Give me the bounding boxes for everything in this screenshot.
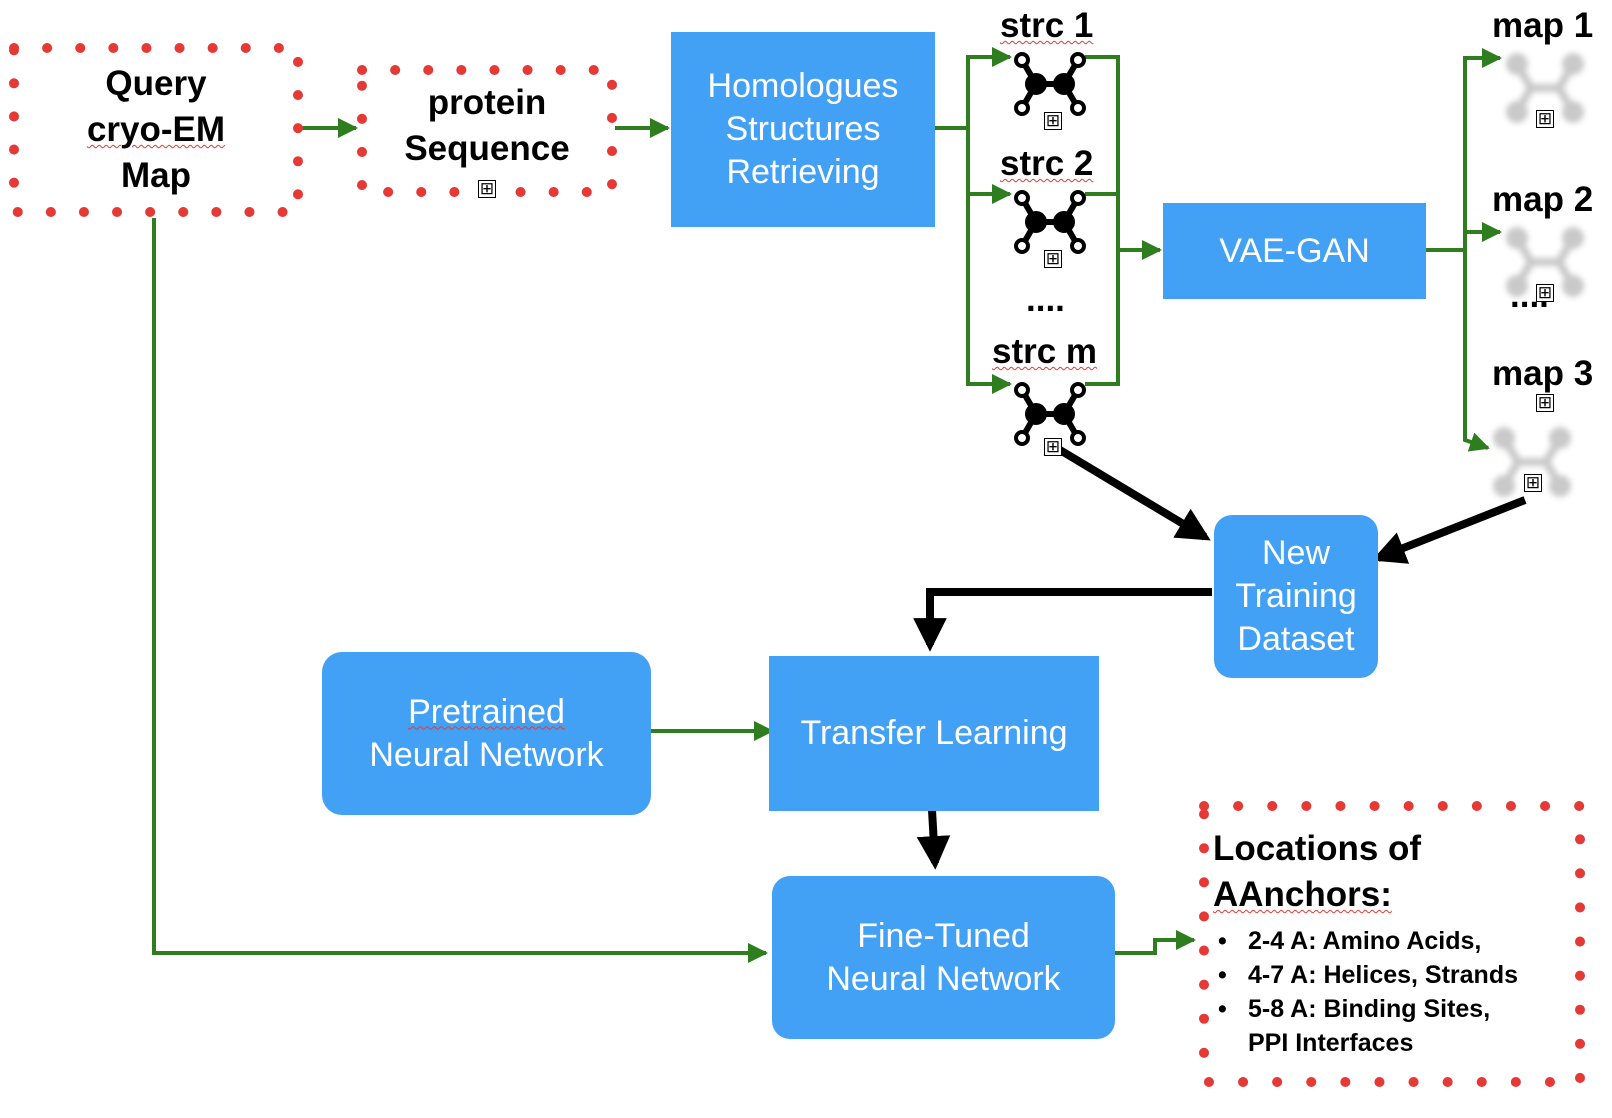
arrow-dataset-to-transfer xyxy=(913,588,1212,652)
strcm-expand-icon[interactable]: ⊞ xyxy=(1044,437,1062,456)
arrow-vaegan-to-map1 xyxy=(1424,48,1502,252)
output-title-line2: AAnchors: xyxy=(1213,875,1392,914)
density-map-icon xyxy=(1506,53,1584,123)
output-title: Locations of AAnchors: xyxy=(1213,826,1421,918)
finetuned-network-box: Fine-Tuned Neural Network xyxy=(772,876,1115,1039)
transfer-label: Transfer Learning xyxy=(800,714,1068,752)
list-item-text: 2-4 A: Amino Acids, xyxy=(1248,927,1482,955)
bullet: • xyxy=(1218,995,1227,1023)
arrow-homologues-to-strcm xyxy=(966,194,1012,394)
pretrained-line1: Pretrained xyxy=(408,692,565,731)
strc1-expand-icon[interactable]: ⊞ xyxy=(1044,111,1062,130)
arrow-vaegan-to-map3 xyxy=(1463,250,1490,452)
strc2-expand-icon[interactable]: ⊞ xyxy=(1044,249,1062,268)
vae-gan-label: VAE-GAN xyxy=(1219,231,1370,270)
query-line1: Query xyxy=(105,64,207,103)
vae-gan-box: VAE-GAN xyxy=(1163,203,1426,299)
protein-expand-icon[interactable]: ⊞ xyxy=(478,179,496,198)
list-item: • 2-4 A: Amino Acids, xyxy=(1218,924,1518,958)
bullet: • xyxy=(1218,927,1227,955)
list-item: • 4-7 A: Helices, Strands xyxy=(1218,958,1518,992)
list-item-text: 4-7 A: Helices, Strands xyxy=(1248,961,1519,989)
new-training-dataset-box: New Training Dataset xyxy=(1214,515,1378,678)
strc2-label: strc 2 xyxy=(1000,144,1094,183)
protein-sequence-box: protein Sequence xyxy=(356,64,618,188)
homologues-line1: Homologues xyxy=(707,67,899,105)
pretrained-line2: Neural Network xyxy=(369,735,604,774)
arrow-transfer-to-finetuned xyxy=(916,809,951,870)
arrow-query-to-finetuned xyxy=(152,218,768,963)
wire-strc-to-vaegan xyxy=(1085,55,1120,386)
arrow-homologues-to-strc1 xyxy=(932,47,1012,130)
list-item-text: PPI Interfaces xyxy=(1248,1029,1414,1057)
output-list: • 2-4 A: Amino Acids, • 4-7 A: Helices, St… xyxy=(1218,924,1518,1060)
map1-expand-icon[interactable]: ⊞ xyxy=(1536,109,1554,128)
strc1-label: strc 1 xyxy=(1000,6,1094,45)
bullet: • xyxy=(1218,961,1227,989)
map2-label: map 2 xyxy=(1492,180,1594,219)
homologues-retrieving-box: Homologues Structures Retrieving xyxy=(671,32,935,227)
list-item: PPI Interfaces xyxy=(1218,1026,1518,1060)
query-line3: Map xyxy=(121,156,191,195)
list-item: • 5-8 A: Binding Sites, xyxy=(1218,992,1518,1026)
homologues-line3: Retrieving xyxy=(726,153,880,191)
map1-label: map 1 xyxy=(1492,6,1594,45)
map3-expand-icon[interactable]: ⊞ xyxy=(1524,473,1542,492)
protein-line1: protein xyxy=(427,83,547,122)
protein-line2: Sequence xyxy=(404,129,570,168)
query-cryoem-map-box: Query cryo-EM Map xyxy=(8,42,304,218)
output-title-line1: Locations of xyxy=(1213,829,1422,868)
molecule-icon xyxy=(1014,52,1086,116)
list-item-text: 5-8 A: Binding Sites, xyxy=(1248,995,1491,1023)
query-line2: cryo-EM xyxy=(86,110,226,149)
finetuned-line1: Fine-Tuned xyxy=(857,916,1030,955)
dataset-line3: Dataset xyxy=(1237,620,1355,658)
map3-label: map 3 xyxy=(1492,354,1594,393)
molecule-icon xyxy=(1014,190,1086,254)
map3-label-expand-icon[interactable]: ⊞ xyxy=(1536,393,1554,412)
homologues-line2: Structures xyxy=(725,110,881,148)
arrow-vaegan-to-map2 xyxy=(1463,222,1502,250)
arrow-strcm-to-dataset xyxy=(1052,443,1211,541)
strc-ellipsis: .... xyxy=(1026,280,1065,319)
density-map-icon xyxy=(1493,427,1571,497)
dataset-line2: Training xyxy=(1235,577,1357,615)
strcm-label: strc m xyxy=(992,332,1098,371)
map2-expand-icon[interactable]: ⊞ xyxy=(1536,283,1554,302)
pretrained-network-box: Pretrained Neural Network xyxy=(322,652,651,815)
dataset-line1: New xyxy=(1261,534,1331,572)
finetuned-line2: Neural Network xyxy=(826,959,1061,998)
molecule-icon xyxy=(1014,382,1086,446)
arrow-finetuned-to-output xyxy=(1111,930,1196,955)
transfer-learning-box: Transfer Learning xyxy=(769,656,1099,811)
density-map-icon xyxy=(1506,227,1584,297)
arrow-map3-to-dataset xyxy=(1371,496,1527,564)
